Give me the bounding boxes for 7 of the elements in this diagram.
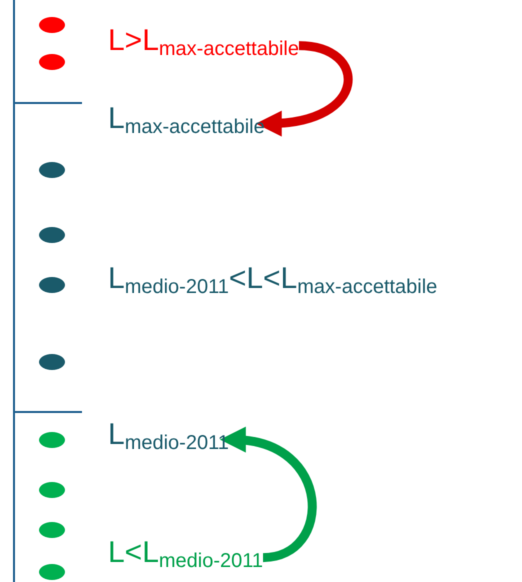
range-label: L$_{medio-2011}$<L<L$_{max-accettabile}$: [108, 262, 438, 298]
range-label: L>L$_{max-accettabile}$: [108, 24, 299, 60]
range-label: L<L$_{medio-2011}$: [108, 536, 264, 572]
curved-arrow: [256, 41, 352, 136]
range-label: L$_{medio-2011}$: [108, 418, 229, 454]
range-label: L$_{max-accettabile}$: [108, 102, 265, 138]
curved-arrow: [220, 428, 316, 562]
